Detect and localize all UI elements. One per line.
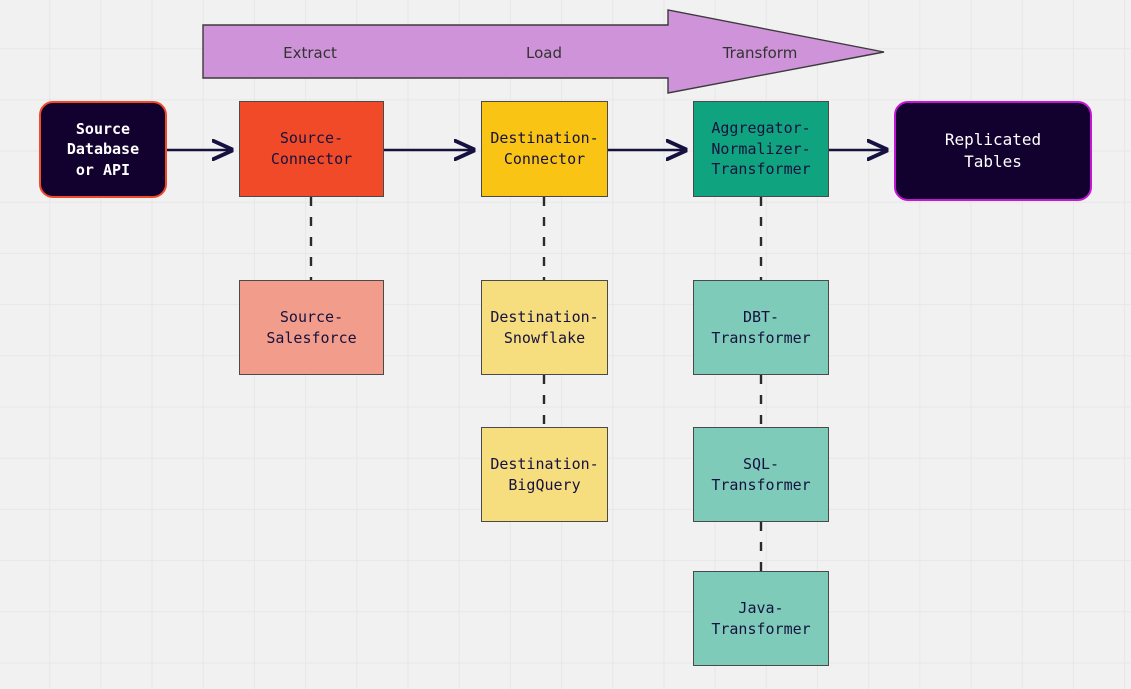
node-aggregator-normalizer-transformer[interactable]: Aggregator- Normalizer- Transformer bbox=[693, 101, 829, 197]
node-destination-bigquery[interactable]: Destination- BigQuery bbox=[481, 427, 608, 522]
node-java-transformer[interactable]: Java- Transformer bbox=[693, 571, 829, 666]
node-sql-transformer[interactable]: SQL- Transformer bbox=[693, 427, 829, 522]
node-destination-snowflake[interactable]: Destination- Snowflake bbox=[481, 280, 608, 375]
node-source-connector[interactable]: Source- Connector bbox=[239, 101, 384, 197]
node-source-database-or-api[interactable]: Source Database or API bbox=[39, 101, 167, 198]
banner-label-extract: Extract bbox=[283, 44, 337, 62]
node-source-salesforce[interactable]: Source- Salesforce bbox=[239, 280, 384, 375]
node-replicated-tables[interactable]: Replicated Tables bbox=[894, 101, 1092, 201]
node-dbt-transformer[interactable]: DBT- Transformer bbox=[693, 280, 829, 375]
banner-label-transform: Transform bbox=[722, 44, 798, 62]
banner-label-load: Load bbox=[526, 44, 562, 62]
node-destination-connector[interactable]: Destination- Connector bbox=[481, 101, 608, 197]
